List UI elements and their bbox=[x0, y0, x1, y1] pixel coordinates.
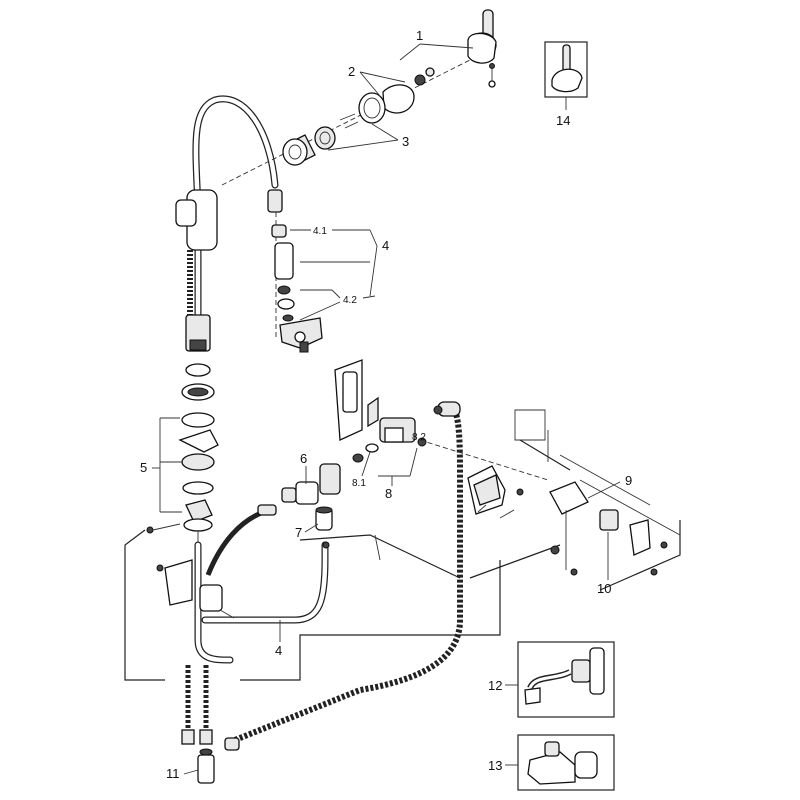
base-assembly bbox=[178, 363, 219, 545]
callout-7: 7 bbox=[295, 525, 302, 540]
supply-hoses bbox=[181, 401, 463, 751]
control-box-assembly: 8.1 8.2 8 bbox=[334, 359, 549, 501]
callout-group-4-lower: 4 bbox=[275, 620, 282, 658]
callout-8: 8 bbox=[385, 486, 392, 501]
callout-11: 11 bbox=[166, 766, 180, 781]
callout-4-1: 4.1 bbox=[313, 226, 327, 237]
callout-8-1: 8.1 bbox=[352, 478, 366, 489]
part-14-box: 14 bbox=[544, 41, 588, 128]
parts-6-7: 6 7 bbox=[281, 451, 341, 540]
callout-4-top: 4 bbox=[382, 238, 389, 253]
callout-5: 5 bbox=[140, 460, 147, 475]
callout-14: 14 bbox=[556, 113, 570, 128]
cabinet-outline bbox=[124, 520, 681, 681]
callout-13: 13 bbox=[488, 758, 502, 773]
callout-3: 3 bbox=[402, 134, 409, 149]
callout-12: 12 bbox=[488, 678, 502, 693]
parts-11-12-13: 11 12 13 bbox=[166, 641, 615, 791]
callout-4-2: 4.2 bbox=[343, 295, 357, 306]
clamp bbox=[156, 559, 235, 619]
callout-9: 9 bbox=[625, 473, 632, 488]
callout-8-2: 8.2 bbox=[412, 432, 426, 443]
faucet-spout bbox=[175, 95, 283, 324]
handle-assembly bbox=[221, 9, 497, 186]
callout-group-4: 4.1 4 4.2 bbox=[290, 226, 389, 321]
fasteners bbox=[146, 523, 330, 549]
callout-1: 1 bbox=[416, 28, 423, 43]
callout-4-lower: 4 bbox=[275, 643, 282, 658]
callout-10: 10 bbox=[597, 581, 611, 596]
callout-group-top: 1 2 3 bbox=[327, 28, 474, 151]
callout-2: 2 bbox=[348, 64, 355, 79]
callout-group-5: 5 bbox=[140, 417, 182, 513]
battery-box-assembly: 9 10 bbox=[467, 409, 681, 596]
inner-hose bbox=[185, 250, 211, 352]
callout-6: 6 bbox=[300, 451, 307, 466]
spray-head-assembly bbox=[271, 212, 323, 353]
